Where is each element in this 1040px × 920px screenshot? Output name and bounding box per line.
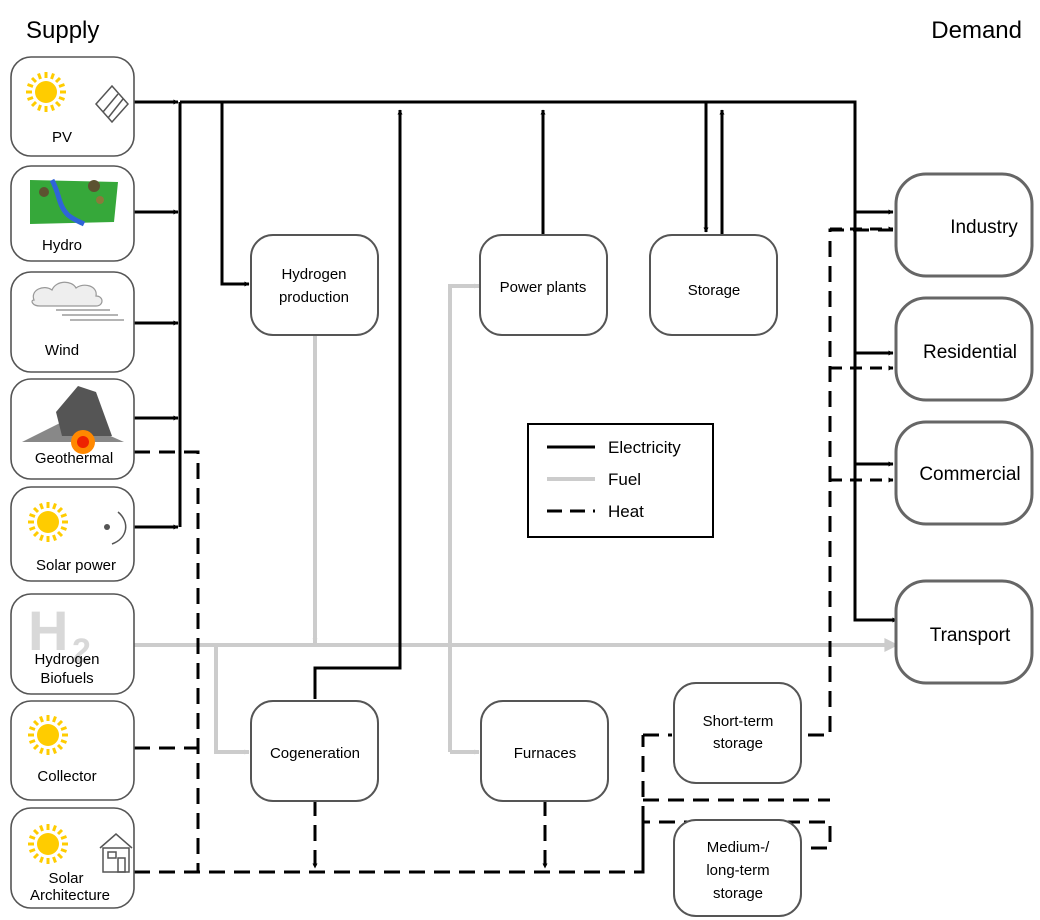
supply-header: Supply <box>26 17 99 44</box>
process-medium-long-term-storage[interactable]: Medium-/ long-term storage <box>673 819 802 917</box>
demand-header: Demand <box>931 17 1022 44</box>
svg-text:H: H <box>28 599 68 662</box>
h2-symbol-icon: H 2 <box>28 599 91 670</box>
volcano-heat-icon <box>22 386 124 454</box>
legend-electricity-label: Electricity <box>608 438 681 457</box>
source-biofuels-label: Biofuels <box>40 670 93 687</box>
process-furnaces[interactable]: Furnaces <box>480 700 609 802</box>
source-geothermal-label: Geothermal <box>35 450 113 467</box>
process-cogeneration[interactable]: Cogeneration <box>250 700 379 802</box>
legend: Electricity Fuel Heat <box>527 423 714 538</box>
legend-fuel-label: Fuel <box>608 470 641 489</box>
cogeneration-label: Cogeneration <box>270 745 360 762</box>
sun-icon <box>26 713 70 757</box>
industry-label: Industry <box>950 217 1018 238</box>
storage-label: Storage <box>688 282 741 299</box>
fuel-to-power-plants <box>448 283 480 752</box>
source-collector[interactable]: Collector <box>10 700 135 801</box>
source-geothermal[interactable]: Geothermal <box>10 378 135 480</box>
source-pv[interactable]: PV <box>10 56 135 157</box>
legend-heat-label: Heat <box>608 502 644 521</box>
river-landscape-icon <box>30 178 118 227</box>
fuel-to-cogeneration <box>214 645 250 755</box>
process-power-plants[interactable]: Power plants <box>479 234 608 336</box>
electricity-lines <box>134 99 898 699</box>
demand-industry[interactable]: Industry <box>894 172 1034 278</box>
short-term-label-1: Short-term <box>703 713 774 730</box>
elec-to-hydrogen-production <box>220 102 250 287</box>
solar-dish-icon <box>104 511 127 545</box>
transport-label: Transport <box>930 625 1011 646</box>
process-hydrogen-production[interactable]: Hydrogen production <box>250 234 379 336</box>
demand-commercial[interactable]: Commercial <box>894 420 1034 526</box>
elec-main-bus-to-transport <box>180 100 898 623</box>
fuel-lines <box>134 283 899 755</box>
elec-cogeneration-out <box>313 109 403 699</box>
hydrogen-production-label-2: production <box>279 289 349 306</box>
medium-long-label-3: storage <box>713 885 763 902</box>
heat-right-bus <box>808 228 893 737</box>
source-solar-architecture[interactable]: Solar Architecture <box>10 807 135 909</box>
heat-geothermal <box>134 450 200 872</box>
source-hydrogen-label: Hydrogen <box>34 651 99 668</box>
demand-residential[interactable]: Residential <box>894 296 1034 402</box>
source-collector-label: Collector <box>37 768 96 785</box>
sun-icon <box>24 70 68 114</box>
source-hydro-label: Hydro <box>42 237 82 254</box>
process-short-term-storage[interactable]: Short-term storage <box>673 682 802 784</box>
sun-icon <box>26 500 70 544</box>
demand-transport[interactable]: Transport <box>894 579 1034 685</box>
source-architecture-label: Architecture <box>30 887 110 904</box>
source-wind-label: Wind <box>45 342 79 359</box>
svg-text:2: 2 <box>72 632 91 670</box>
power-plants-label: Power plants <box>500 279 587 296</box>
source-wind[interactable]: Wind <box>10 271 135 373</box>
house-icon <box>99 833 133 873</box>
commercial-label: Commercial <box>919 464 1020 485</box>
process-storage[interactable]: Storage <box>649 234 778 336</box>
source-solar-power[interactable]: Solar power <box>10 486 135 582</box>
cloud-wind-icon <box>31 281 124 321</box>
sun-icon <box>26 822 70 866</box>
furnaces-label: Furnaces <box>514 745 577 762</box>
source-pv-label: PV <box>52 129 72 146</box>
source-hydro[interactable]: Hydro <box>10 165 135 262</box>
source-hydrogen-biofuels[interactable]: H 2 Hydrogen Biofuels <box>10 593 135 695</box>
medium-long-label-2: long-term <box>706 862 769 879</box>
residential-label: Residential <box>923 342 1017 363</box>
short-term-label-2: storage <box>713 735 763 752</box>
hydrogen-production-label-1: Hydrogen <box>281 266 346 283</box>
source-solar-power-label: Solar power <box>36 557 116 574</box>
source-solar-label: Solar <box>48 870 83 887</box>
solar-panel-icon <box>94 84 130 124</box>
medium-long-label-1: Medium-/ <box>707 839 770 856</box>
